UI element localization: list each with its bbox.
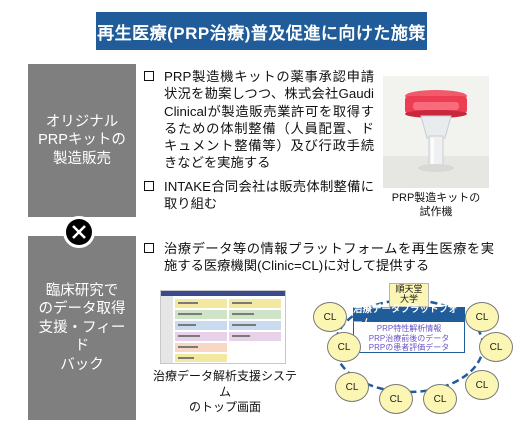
prp-kit-photo	[383, 76, 489, 188]
clinic-node: CL	[465, 302, 499, 332]
platform-item: PRP特性解析情報	[376, 324, 442, 333]
bullet-item: INTAKE合同会社は販売体制整備に取り組む	[144, 178, 374, 213]
clinic-node: CL	[379, 384, 413, 414]
clinic-node: CL	[335, 372, 369, 402]
clinic-node: CL	[479, 332, 513, 362]
bullet-item: PRP製造機キットの薬事承認申請状況を勘案しつつ、株式会社Gaudi Clini…	[144, 68, 374, 172]
page-title: 再生医療(PRP治療)普及促進に向けた施策	[96, 12, 427, 50]
multiply-icon-graphic	[66, 219, 92, 245]
clinic-node: CL	[327, 332, 361, 362]
kit-caption: PRP製造キットの 試作機	[391, 192, 481, 218]
bullet-text: INTAKE合同会社は販売体制整備に取り組む	[164, 179, 374, 212]
bullet-text: PRP製造機キットの薬事承認申請状況を勘案しつつ、株式会社Gaudi Clini…	[164, 69, 374, 171]
square-bullet-icon	[144, 243, 154, 253]
bullet-item: 治療データ等の情報プラットフォームを再生医療を実施する医療機関(Clinic=C…	[144, 240, 494, 275]
square-bullet-icon	[144, 71, 154, 81]
section-label-kit-text: オリジナル PRPキットの 製造販売	[38, 113, 126, 167]
app-screenshot-illustration	[161, 291, 285, 363]
section-label-clinical-text: 臨床研究で のデータ取得 支援・フィード バック	[38, 282, 126, 373]
bullet-text: 治療データ等の情報プラットフォームを再生医療を実施する医療機関(Clinic=C…	[164, 241, 494, 274]
platform-item: PRP治療前後のデータ	[368, 333, 450, 343]
clinic-node: CL	[465, 370, 499, 400]
platform-item: PRPの患者評価データ	[368, 343, 450, 353]
university-node: 順天堂 大学	[389, 283, 429, 307]
section-label-kit: オリジナル PRPキットの 製造販売	[28, 64, 136, 217]
clinic-node: CL	[423, 384, 457, 414]
app-caption: 治療データ解析支援システム のトップ画面	[152, 369, 297, 415]
clinic-node: CL	[313, 302, 347, 332]
square-bullet-icon	[144, 181, 154, 191]
app-screenshot	[160, 290, 286, 364]
multiply-icon	[63, 216, 95, 248]
platform-items: PRP特性解析情報 PRP治療前後のデータ PRPの患者評価データ	[353, 322, 465, 353]
prp-kit-illustration	[383, 76, 489, 188]
section-label-clinical: 臨床研究で のデータ取得 支援・フィード バック	[28, 236, 136, 420]
platform-title: 治療データプラットフォーム	[353, 304, 465, 329]
platform-diagram: 順天堂 大学 治療データプラットフォーム PRP特性解析情報 PRP治療前後のデ…	[305, 280, 515, 430]
